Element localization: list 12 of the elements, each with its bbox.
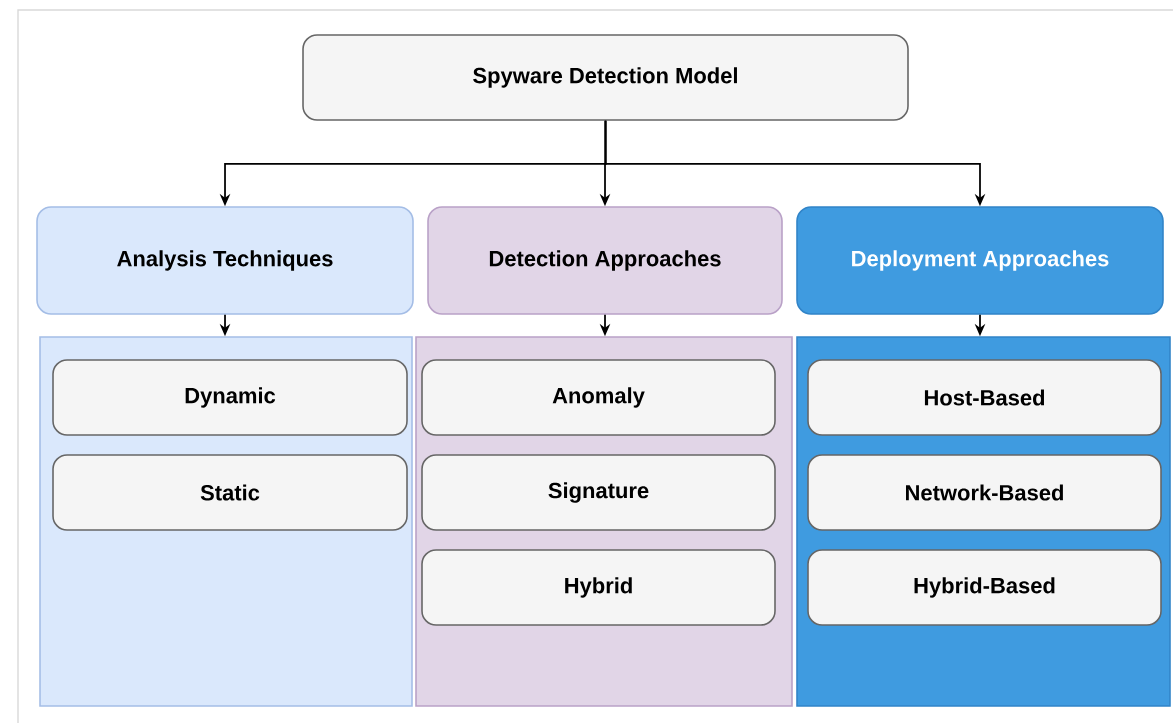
item-box: Hybrid (421, 549, 776, 626)
item-box: Network-Based (807, 454, 1162, 531)
category-box: Analysis Techniques (36, 206, 414, 315)
item-box: Hybrid-Based (807, 549, 1162, 626)
root-box: Spyware Detection Model (302, 34, 909, 121)
item-box: Signature (421, 454, 776, 531)
item-box: Anomaly (421, 359, 776, 436)
item-box: Static (52, 454, 408, 531)
item-box: Host-Based (807, 359, 1162, 436)
category-box: Detection Approaches (427, 206, 783, 315)
item-box: Dynamic (52, 359, 408, 436)
category-box: Deployment Approaches (796, 206, 1164, 315)
